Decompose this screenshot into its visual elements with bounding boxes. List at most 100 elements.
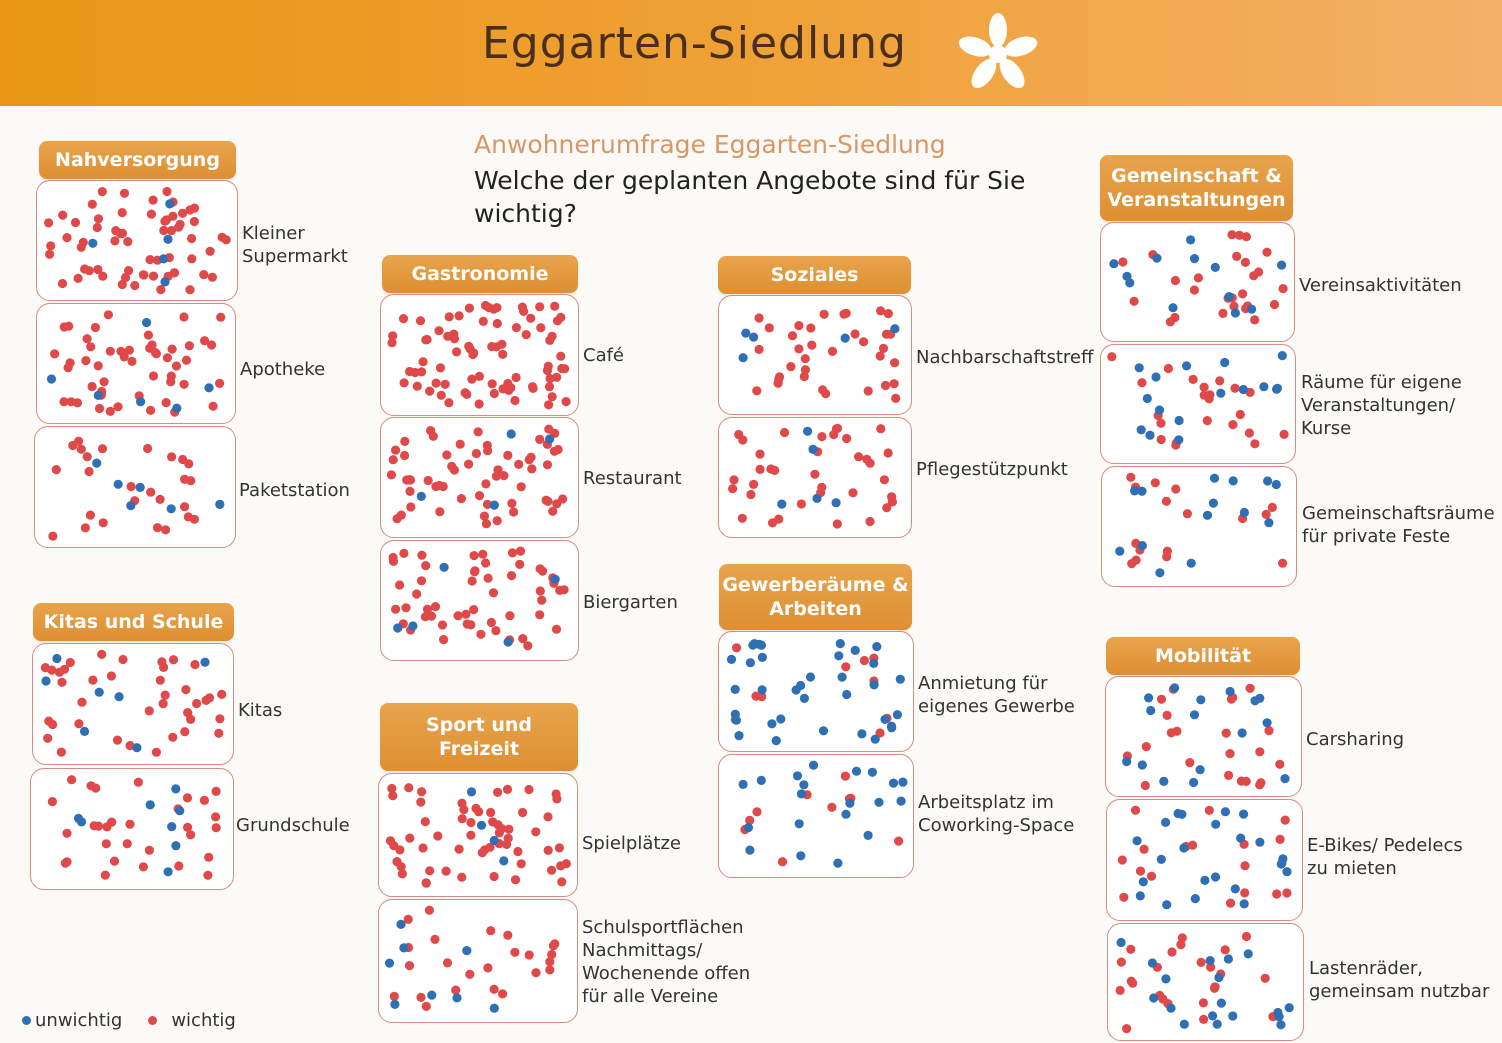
- dot-unwichtig: [808, 444, 818, 454]
- dot-wichtig: [545, 373, 555, 384]
- dot-unwichtig: [204, 383, 214, 393]
- dot-wichtig: [841, 662, 851, 672]
- dot-wichtig: [185, 285, 195, 295]
- dot-wichtig: [556, 312, 566, 322]
- dot-wichtig: [840, 771, 850, 781]
- dot-wichtig: [498, 989, 508, 999]
- dot-wichtig: [431, 378, 441, 388]
- dot-wichtig: [854, 452, 864, 462]
- dot-wichtig: [423, 475, 433, 486]
- dot-wichtig: [186, 714, 196, 724]
- dot-wichtig: [416, 576, 427, 586]
- dot-unwichtig: [160, 277, 170, 287]
- dot-wichtig: [507, 498, 517, 508]
- legend-dot-wichtig: [148, 1016, 158, 1025]
- dot-wichtig: [810, 469, 820, 479]
- dot-unwichtig: [1220, 807, 1230, 817]
- header-banner: Eggarten-Siedlung: [0, 0, 1502, 106]
- dot-wichtig: [107, 817, 117, 827]
- dot-wichtig: [119, 188, 130, 198]
- dot-wichtig: [1262, 247, 1272, 257]
- dot-wichtig: [151, 349, 161, 359]
- dot-wichtig: [391, 604, 401, 614]
- dot-wichtig: [469, 551, 479, 561]
- dot-wichtig: [417, 787, 427, 797]
- dot-wichtig: [110, 236, 120, 246]
- dot-unwichtig: [1210, 872, 1221, 882]
- dot-unwichtig: [1264, 518, 1274, 528]
- dot-unwichtig: [408, 621, 418, 631]
- dot-wichtig: [1249, 271, 1259, 281]
- category-gemeinschaft-veranstaltungen: Gemeinschaft & Veranstaltungen: [1100, 155, 1293, 221]
- dot-wichtig: [806, 323, 816, 333]
- dot-unwichtig: [476, 820, 487, 830]
- dot-wichtig: [438, 481, 448, 492]
- dot-wichtig: [401, 603, 411, 613]
- dot-wichtig: [1170, 275, 1180, 286]
- dot-wichtig: [467, 374, 477, 384]
- dot-wichtig: [430, 934, 440, 944]
- dot-unwichtig: [416, 491, 426, 501]
- dot-wichtig: [477, 848, 487, 858]
- dot-box-raeume-veranstaltungen: [1100, 344, 1296, 464]
- dot-wichtig: [519, 306, 529, 316]
- dot-unwichtig: [870, 734, 880, 744]
- dot-wichtig: [819, 309, 829, 319]
- dot-wichtig: [157, 657, 167, 667]
- dot-wichtig: [404, 783, 414, 793]
- dot-unwichtig: [1208, 498, 1218, 508]
- item-label-restaurant: Restaurant: [583, 468, 682, 489]
- dot-wichtig: [97, 187, 107, 197]
- dot-wichtig: [65, 358, 75, 368]
- dot-unwichtig: [1177, 809, 1187, 819]
- dot-wichtig: [1167, 947, 1177, 957]
- category-sport-und-freizeit: Sport und Freizeit: [380, 703, 578, 771]
- dot-wichtig: [457, 798, 467, 808]
- dot-wichtig: [1161, 496, 1171, 506]
- dot-wichtig: [199, 795, 209, 805]
- dot-wichtig: [1267, 502, 1277, 512]
- dot-wichtig: [536, 323, 546, 333]
- dot-unwichtig: [1122, 756, 1132, 767]
- dot-wichtig: [755, 449, 765, 459]
- dot-wichtig: [545, 957, 555, 967]
- dot-wichtig: [1221, 728, 1231, 738]
- dot-unwichtig: [1276, 1020, 1286, 1030]
- dot-wichtig: [148, 195, 158, 205]
- dot-unwichtig: [503, 637, 513, 647]
- dot-wichtig: [400, 450, 410, 461]
- dot-wichtig: [1141, 742, 1151, 752]
- dot-unwichtig: [1179, 1019, 1189, 1029]
- dot-wichtig: [482, 499, 493, 509]
- dot-field: [1109, 230, 1288, 327]
- dot-wichtig: [510, 395, 520, 406]
- dot-wichtig: [98, 518, 108, 528]
- item-label-raeume-veranstaltungen: Räume für eigene Veranstaltungen/ Kurse: [1301, 372, 1462, 439]
- dot-field: [386, 424, 568, 529]
- dot-wichtig: [1235, 409, 1245, 420]
- dot-wichtig: [875, 728, 885, 738]
- dot-unwichtig: [172, 403, 182, 413]
- dot-unwichtig: [834, 651, 844, 661]
- dot-unwichtig: [1115, 546, 1125, 556]
- dot-wichtig: [479, 511, 489, 521]
- dot-wichtig: [147, 340, 157, 350]
- dot-wichtig: [106, 671, 116, 681]
- dot-wichtig: [516, 482, 526, 492]
- dot-unwichtig: [1161, 817, 1171, 827]
- dot-wichtig: [158, 699, 168, 709]
- dot-wichtig: [469, 605, 479, 615]
- dot-unwichtig: [757, 652, 767, 662]
- dot-wichtig: [737, 513, 747, 523]
- dot-wichtig: [476, 629, 486, 639]
- dot-wichtig: [511, 323, 521, 333]
- dot-wichtig: [162, 186, 172, 197]
- dot-wichtig: [1117, 855, 1127, 865]
- dot-wichtig: [205, 246, 215, 256]
- dot-wichtig: [1205, 390, 1215, 400]
- dot-wichtig: [434, 326, 444, 336]
- dot-wichtig: [97, 649, 107, 659]
- dot-unwichtig: [1277, 351, 1287, 361]
- dot-wichtig: [1260, 973, 1270, 983]
- dot-wichtig: [1278, 558, 1288, 568]
